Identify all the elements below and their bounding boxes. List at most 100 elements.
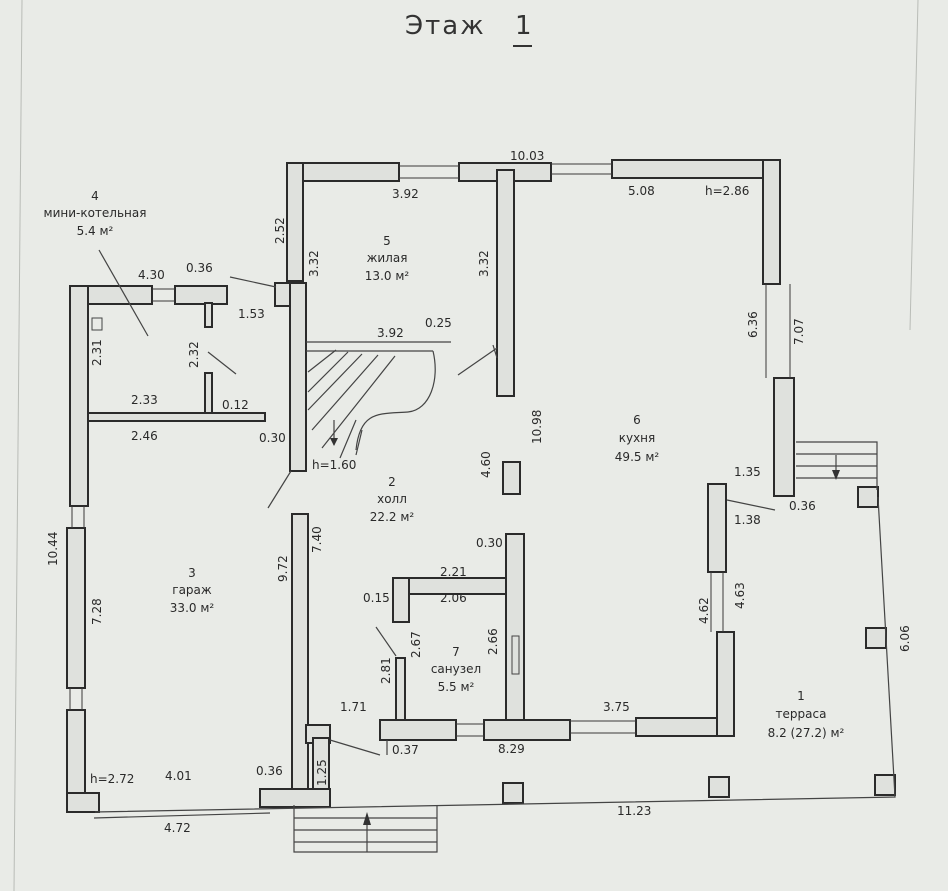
dim-label: 10.44 (46, 532, 60, 566)
dim-label: 2.66 (486, 628, 500, 655)
svg-text:33.0 м²: 33.0 м² (170, 601, 215, 615)
dim-label: 10.03 (510, 149, 544, 163)
dim-label: 0.36 (256, 764, 283, 778)
svg-text:8.2 (27.2) м²: 8.2 (27.2) м² (768, 726, 845, 740)
dim-label: 2.06 (440, 591, 467, 605)
dimensions: 10.03 3.92 5.08 h=2.86 2.52 3.32 3.32 4.… (46, 149, 912, 835)
dim-label: 4.30 (138, 268, 165, 282)
wall-boiler-stub-bottom (204, 372, 213, 415)
svg-text:терраса: терраса (776, 707, 827, 721)
dim-label: 10.98 (530, 410, 544, 444)
dim-label: 8.29 (498, 742, 525, 756)
dim-label: 4.63 (733, 582, 747, 609)
terrace-arrow-icon (832, 470, 840, 480)
svg-text:кухня: кухня (619, 431, 656, 445)
svg-text:санузел: санузел (431, 662, 481, 676)
wall-right-upper (762, 159, 781, 285)
dim-label: 3.32 (307, 250, 321, 277)
dim-label: 3.92 (377, 326, 404, 340)
svg-text:3: 3 (188, 566, 196, 580)
dim-label: 0.12 (222, 398, 249, 412)
column-terrace-5 (502, 782, 524, 804)
linework (91, 249, 896, 853)
wall-terrace-inner-upper (707, 483, 727, 573)
dim-label: 0.37 (392, 743, 419, 757)
wall-garage-left-upper (69, 285, 89, 507)
dim-label: 4.01 (165, 769, 192, 783)
stair-arrow-icon (330, 438, 338, 446)
wall-garage-hall (291, 513, 309, 791)
column-terrace-3 (874, 774, 896, 796)
wall-stair-left (289, 282, 307, 472)
dim-label: 2.81 (379, 657, 393, 684)
dim-label: 2.67 (409, 631, 423, 658)
svg-text:7: 7 (452, 645, 460, 659)
svg-text:гараж: гараж (172, 583, 212, 597)
frame-line-left (13, 0, 23, 891)
wall-right-lower (773, 377, 795, 497)
room-hall: 2 холл 22.2 м² (370, 475, 415, 524)
svg-text:5.4 м²: 5.4 м² (77, 224, 114, 238)
dim-label: 0.30 (259, 431, 286, 445)
dim-label: 2.31 (90, 339, 104, 366)
dim-label: 7.07 (792, 318, 806, 345)
wall-entry-bottom (259, 788, 331, 808)
svg-text:6: 6 (633, 413, 641, 427)
column-hall (502, 461, 521, 495)
wall-top-right (611, 159, 781, 179)
wall-boiler-bottom (87, 412, 266, 422)
dim-label: 6.36 (746, 311, 760, 338)
room-kitchen: 6 кухня 49.5 м² (615, 413, 660, 464)
dim-label: 0.25 (425, 316, 452, 330)
entry-arrow-icon (363, 812, 371, 825)
room-living: 5 жилая 13.0 м² (365, 234, 410, 283)
column-terrace-2 (865, 627, 887, 649)
room-terrace: 1 терраса 8.2 (27.2) м² (768, 689, 845, 740)
wall-bath-left-upper (392, 577, 410, 623)
dim-label: 1.38 (734, 513, 761, 527)
wall-bath-bottom-right (483, 719, 571, 741)
svg-text:2: 2 (388, 475, 396, 489)
svg-text:49.5 м²: 49.5 м² (615, 450, 660, 464)
dim-label: 4.60 (479, 451, 493, 478)
wall-boiler-top-right (174, 285, 228, 305)
dim-label: h=2.72 (90, 772, 134, 786)
dim-label: 2.33 (131, 393, 158, 407)
svg-text:5.5 м²: 5.5 м² (438, 680, 475, 694)
svg-text:22.2 м²: 22.2 м² (370, 510, 415, 524)
dim-label: 3.92 (392, 187, 419, 201)
room-boiler: 4 мини-котельная 5.4 м² (44, 189, 147, 238)
walls (66, 159, 896, 813)
wall-garage-left-corner (66, 792, 100, 813)
windows (69, 163, 791, 737)
plan-title: Этаж (405, 11, 486, 41)
dim-label: 2.21 (440, 565, 467, 579)
dim-label: 2.46 (131, 429, 158, 443)
dim-label: 1.35 (734, 465, 761, 479)
frame-line-right (909, 0, 919, 331)
dim-label: 0.36 (186, 261, 213, 275)
dim-label: h=2.86 (705, 184, 749, 198)
dim-label: h=1.60 (312, 458, 356, 472)
dim-label: 11.23 (617, 804, 651, 818)
floor-number: 1 (515, 11, 534, 41)
room-bathroom: 7 санузел 5.5 м² (431, 645, 481, 694)
dim-label: 1.71 (340, 700, 367, 714)
wall-bath-left-lower (395, 657, 406, 723)
dim-label: 1.53 (238, 307, 265, 321)
room-garage: 3 гараж 33.0 м² (170, 566, 215, 615)
svg-text:мини-котельная: мини-котельная (44, 206, 147, 220)
dim-label: 3.75 (603, 700, 630, 714)
svg-text:холл: холл (377, 492, 407, 506)
dim-label: 0.15 (363, 591, 390, 605)
dim-label: 4.62 (697, 597, 711, 624)
dim-label: 2.32 (187, 341, 201, 368)
svg-text:1: 1 (797, 689, 805, 703)
wall-living-kitchen (496, 169, 515, 397)
dim-label: 0.36 (789, 499, 816, 513)
wall-bath-kitchen (505, 533, 525, 735)
dim-label: 6.06 (898, 625, 912, 652)
dim-label: 5.08 (628, 184, 655, 198)
wall-living-left-upper (286, 162, 304, 282)
